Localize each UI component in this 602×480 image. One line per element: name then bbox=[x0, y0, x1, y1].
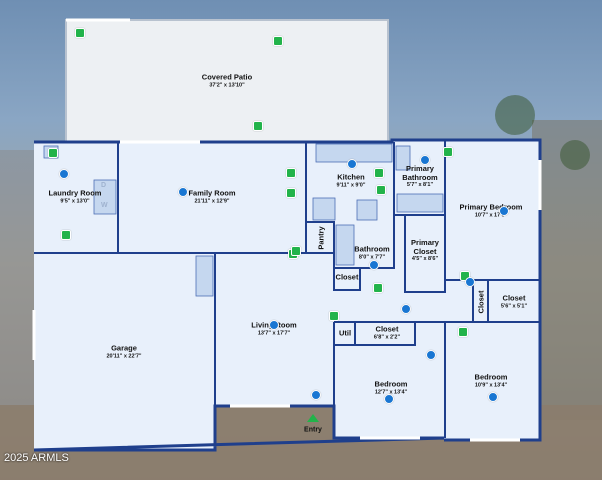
view-marker[interactable] bbox=[488, 392, 498, 402]
photo-marker[interactable] bbox=[376, 185, 386, 195]
room-name: Primary Bedroom bbox=[459, 202, 523, 212]
room-bedroom-2: Bedroom 10'9" x 13'4" bbox=[474, 372, 508, 389]
room-closet-right: Closet 5'6" x 5'1" bbox=[500, 293, 528, 310]
photo-marker[interactable] bbox=[329, 311, 339, 321]
background-tree bbox=[560, 140, 590, 170]
view-marker[interactable] bbox=[420, 155, 430, 165]
room-family: Family Room 21'11" x 12'9" bbox=[188, 188, 236, 205]
room-dimensions: 5'6" x 5'1" bbox=[500, 303, 528, 310]
view-marker[interactable] bbox=[178, 187, 188, 197]
background-house-right bbox=[532, 120, 602, 420]
room-dimensions: 10'7" x 17'0" bbox=[474, 212, 508, 219]
view-marker[interactable] bbox=[369, 260, 379, 270]
kitchen-right-wall bbox=[333, 142, 395, 269]
photo-marker[interactable] bbox=[443, 147, 453, 157]
closet-small-label: Closet bbox=[335, 272, 359, 282]
view-marker[interactable] bbox=[269, 320, 279, 330]
kitchen-counter bbox=[312, 197, 336, 221]
room-name: Closet bbox=[375, 324, 399, 334]
room-dimensions: 12'7" x 13'4" bbox=[374, 389, 408, 396]
util-label: Util bbox=[338, 328, 352, 338]
room-dimensions: 9'11" x 9'0" bbox=[336, 182, 366, 189]
photo-marker[interactable] bbox=[374, 168, 384, 178]
room-name: Bedroom bbox=[474, 372, 508, 382]
washer-label: W bbox=[101, 202, 108, 209]
room-name: Kitchen bbox=[337, 172, 365, 182]
primary-shower bbox=[396, 193, 444, 213]
background-house-left bbox=[0, 150, 40, 410]
room-covered-patio: Covered Patio 37'2" x 13'10" bbox=[201, 72, 253, 89]
room-name: Laundry Room bbox=[48, 188, 102, 198]
family-room-wall bbox=[117, 142, 307, 254]
view-marker[interactable] bbox=[59, 169, 69, 179]
room-primary-closet: Primary Closet 4'5" x 8'6" bbox=[411, 239, 439, 263]
room-name: Family Room bbox=[188, 188, 236, 198]
photo-marker[interactable] bbox=[458, 327, 468, 337]
room-dimensions: 21'11" x 12'9" bbox=[194, 198, 230, 205]
room-dimensions: 8'0" x 7'7" bbox=[358, 254, 386, 261]
room-dimensions: 5'7" x 8'1" bbox=[406, 182, 434, 189]
washer-dryer bbox=[93, 179, 117, 215]
room-name: Garage bbox=[111, 343, 137, 353]
dryer-label: D bbox=[101, 182, 107, 189]
stove bbox=[356, 199, 378, 221]
photo-marker[interactable] bbox=[373, 283, 383, 293]
view-marker[interactable] bbox=[347, 159, 357, 169]
room-dimensions: 37'2" x 13'10" bbox=[209, 82, 245, 89]
room-name: Bathroom bbox=[402, 172, 438, 182]
room-name: Primary bbox=[406, 164, 434, 174]
photo-marker[interactable] bbox=[273, 36, 283, 46]
room-kitchen: Kitchen 9'11" x 9'0" bbox=[336, 172, 366, 189]
view-marker[interactable] bbox=[311, 390, 321, 400]
photo-marker[interactable] bbox=[48, 148, 58, 158]
room-dimensions: 13'7" x 17'7" bbox=[257, 330, 291, 337]
room-name: Bedroom bbox=[374, 379, 408, 389]
pantry-label: Pantry bbox=[316, 226, 326, 250]
room-laundry: Laundry Room 9'5" x 13'0" bbox=[48, 188, 102, 205]
photo-marker[interactable] bbox=[253, 121, 263, 131]
background-tree bbox=[495, 95, 535, 135]
entry-arrow-icon bbox=[307, 414, 319, 422]
view-marker[interactable] bbox=[499, 206, 509, 216]
room-dimensions: 10'9" x 13'4" bbox=[474, 382, 508, 389]
room-garage: Garage 20'11" x 22'7" bbox=[106, 343, 142, 360]
room-name: Closet bbox=[502, 293, 526, 303]
room-primary-bedroom: Primary Bedroom 10'7" x 17'0" bbox=[459, 202, 523, 219]
patio-floor bbox=[66, 20, 388, 142]
room-name: Closet bbox=[413, 246, 437, 256]
primary-closet-wall bbox=[404, 214, 446, 293]
view-marker[interactable] bbox=[426, 350, 436, 360]
view-marker[interactable] bbox=[384, 394, 394, 404]
room-closet-hall: Closet 6'8" x 2'2" bbox=[373, 324, 401, 341]
garage-cabinet bbox=[195, 255, 214, 297]
room-name: Covered Patio bbox=[201, 72, 253, 82]
primary-vanity bbox=[395, 145, 411, 171]
room-dimensions: 9'5" x 13'0" bbox=[60, 198, 90, 205]
copyright-text: 2025 ARMLS bbox=[4, 452, 69, 464]
closet-vertical-label: Closet bbox=[476, 290, 486, 314]
photo-marker[interactable] bbox=[286, 168, 296, 178]
room-name: Bathroom bbox=[354, 244, 390, 254]
entry-label: Entry bbox=[304, 426, 322, 434]
closet-small-wall bbox=[333, 268, 361, 291]
house-floor bbox=[34, 140, 540, 450]
photo-marker[interactable] bbox=[75, 28, 85, 38]
photo-marker[interactable] bbox=[286, 188, 296, 198]
room-bedroom-1: Bedroom 12'7" x 13'4" bbox=[374, 379, 408, 396]
photo-marker[interactable] bbox=[61, 230, 71, 240]
room-dimensions: 4'5" x 8'6" bbox=[411, 256, 439, 263]
room-bathroom: Bathroom 8'0" x 7'7" bbox=[354, 244, 390, 261]
view-marker[interactable] bbox=[465, 277, 475, 287]
view-marker[interactable] bbox=[401, 304, 411, 314]
room-primary-bathroom: Primary Bathroom 5'7" x 8'1" bbox=[402, 165, 437, 189]
bathtub bbox=[335, 224, 355, 266]
room-dimensions: 20'11" x 22'7" bbox=[106, 353, 142, 360]
room-dimensions: 6'8" x 2'2" bbox=[373, 334, 401, 341]
hall-closet-wall bbox=[333, 322, 416, 346]
photo-marker[interactable] bbox=[291, 246, 301, 256]
room-name: Primary bbox=[411, 238, 439, 248]
